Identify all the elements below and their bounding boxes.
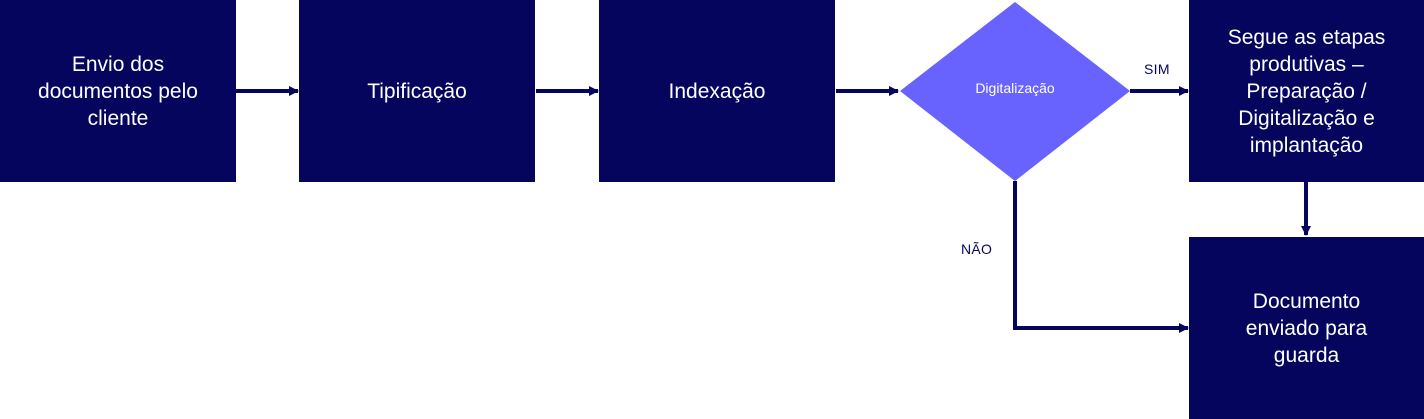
etapas-produtivas-label: Segue as etapas produtivas – Preparação … xyxy=(1227,25,1386,157)
digitalizacao-decision-diamond xyxy=(900,2,1130,181)
documento-guarda-label: Documento enviado para guarda xyxy=(1245,289,1368,367)
arrow-nao-to-guarda xyxy=(1013,181,1189,333)
sim-edge-label: SIM xyxy=(1144,61,1170,77)
etapas-produtivas-box: Segue as etapas produtivas – Preparação … xyxy=(1189,0,1424,182)
tipificacao-box: Tipificação xyxy=(299,0,535,182)
indexacao-box: Indexação xyxy=(599,0,835,182)
tipificacao-label: Tipificação xyxy=(367,79,467,103)
envio-documentos-label: Envio dos documentos pelo cliente xyxy=(38,52,198,130)
documento-guarda-box: Documento enviado para guarda xyxy=(1189,237,1424,419)
indexacao-label: Indexação xyxy=(668,79,766,103)
nao-edge-label: NÃO xyxy=(961,241,993,257)
digitalizacao-decision-label: Digitalização xyxy=(975,80,1055,96)
envio-documentos-box: Envio dos documentos pelo cliente xyxy=(0,0,236,182)
